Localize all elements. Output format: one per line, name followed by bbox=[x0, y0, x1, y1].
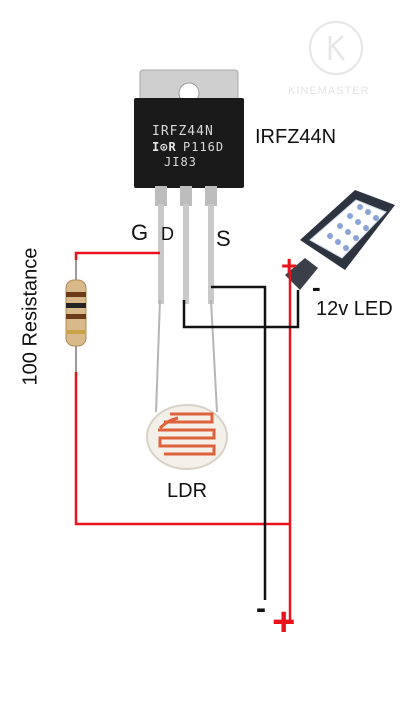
supply-plus-sign: + bbox=[272, 600, 296, 644]
chip-marking-code: P116D bbox=[183, 140, 225, 154]
pin-gate-label: G bbox=[131, 220, 149, 245]
transistor-label: IRFZ44N bbox=[255, 126, 337, 148]
transistor-body bbox=[134, 69, 244, 304]
watermark-text: KINEMASTER bbox=[288, 85, 370, 97]
black-wires bbox=[182, 285, 300, 600]
led-lamp bbox=[285, 190, 395, 290]
pin-drain-label: D bbox=[161, 224, 174, 244]
kinemaster-logo-icon bbox=[309, 21, 363, 75]
supply-minus-sign: - bbox=[256, 592, 266, 625]
chip-marking-date: JI83 bbox=[164, 155, 197, 169]
led-minus-sign: - bbox=[312, 272, 321, 302]
led-plus-sign: + bbox=[281, 250, 298, 281]
chip-marking-part: IRFZ44N bbox=[152, 124, 214, 139]
ldr-label: LDR bbox=[167, 480, 208, 502]
ldr-sensor bbox=[146, 299, 228, 470]
red-wires bbox=[74, 251, 292, 622]
pin-source-label: S bbox=[216, 226, 231, 251]
led-label: 12v LED bbox=[316, 298, 393, 320]
chip-marking-logo: I⊙R bbox=[152, 140, 177, 154]
resistor bbox=[65, 255, 87, 372]
resistor-label: 100 Resistance bbox=[19, 247, 42, 386]
